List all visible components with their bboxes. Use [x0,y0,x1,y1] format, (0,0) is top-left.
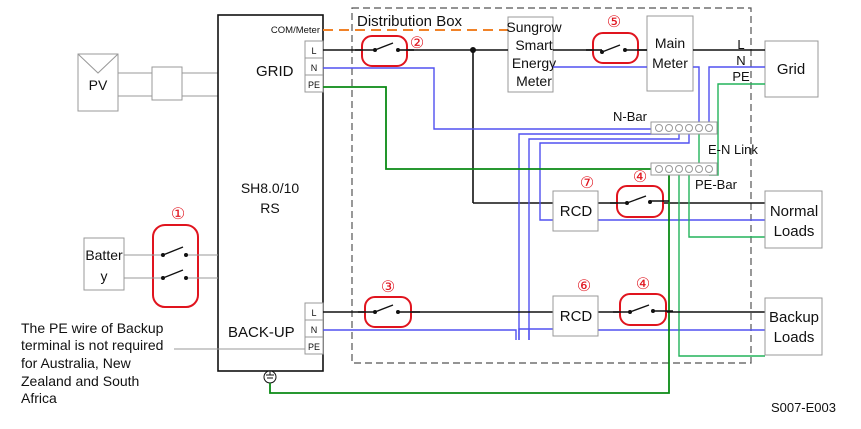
ground-icon [263,370,277,384]
marker-1: ① [171,206,185,223]
svg-text:Smart: Smart [515,37,552,53]
grid-port-label: GRID [256,63,294,80]
distribution-box-outline [351,7,752,364]
n-bar [650,121,718,135]
svg-text:terminal is not required: terminal is not required [21,337,163,353]
main-meter-line2: Meter [652,55,688,71]
grid-phase-pe: PE [732,69,750,84]
rcd-normal [552,190,599,232]
marker-7: ⑦ [580,175,594,192]
grid-terminal-n: N [311,63,318,73]
marker-4-normal: ④ [633,169,647,186]
marker-6: ⑥ [577,278,591,295]
normal-load-switch [610,185,669,218]
n-bar-label: N-Bar [613,109,648,124]
normal-loads-line1: Normal [770,203,818,220]
main-switch [586,32,647,64]
rcd-backup [552,295,599,337]
pe-note: The PE wire of Backup terminal is not re… [21,320,164,406]
pe-bar-label: PE-Bar [695,177,738,192]
pv-label: PV [89,77,108,93]
smart-meter-label: Sungrow Smart Energy Meter [506,19,562,89]
grid-phase-l: L [737,37,744,52]
battery-label-line2: y [101,268,108,284]
com-meter-port-label: COM/Meter [271,25,320,36]
backup-loads-line1: Backup [769,309,819,326]
main-meter-line1: Main [655,35,685,51]
backup-load-switch [613,293,673,326]
pv-panel: PV [77,53,119,112]
distribution-box-title: Distribution Box [357,13,463,30]
grid-phase-n: N [736,53,745,68]
backup-terminal-n: N [311,325,318,335]
smart-energy-meter [507,16,554,93]
battery-box [83,237,125,291]
battery-label-line1: Batter [85,247,123,263]
normal-loads-line2: Loads [774,223,815,240]
pe-bar [650,162,718,176]
svg-text:Zealand and South: Zealand and South [21,373,139,389]
backup-switch [358,296,420,328]
backup-terminals [304,302,324,355]
pe-wires-dark [269,86,670,394]
svg-text:Meter: Meter [516,73,552,89]
svg-text:Sungrow: Sungrow [506,19,562,35]
normal-loads-box [764,190,823,249]
marker-5: ⑤ [607,14,621,31]
svg-text:Energy: Energy [512,55,556,71]
backup-terminal-l: L [311,308,316,318]
grid-label: Grid [777,61,805,78]
backup-port-label: BACK-UP [228,324,295,341]
grid-switch [355,35,414,67]
backup-loads-box [764,297,823,356]
rcd-backup-label: RCD [560,308,593,325]
svg-text:for Australia, New: for Australia, New [21,355,132,371]
backup-loads-line2: Loads [774,329,815,346]
marker-3: ③ [381,279,395,296]
en-link-label: E-N Link [708,142,758,157]
backup-terminal-pe: PE [308,342,320,352]
junction-dot [470,47,476,53]
marker-2: ② [410,35,424,52]
svg-text:The PE wire of Backup: The PE wire of Backup [21,320,164,336]
grid-box [764,40,819,98]
dc-isolator-box [151,66,183,101]
rcd-normal-label: RCD [560,203,593,220]
main-meter [646,15,694,92]
grid-terminal-l: L [311,46,316,56]
inverter-model-line1: SH8.0/10 [241,180,300,196]
marker-4-backup: ④ [636,276,650,293]
figure-code: S007-E003 [771,400,836,415]
inverter-model-line2: RS [260,200,279,216]
svg-text:Africa: Africa [21,390,57,406]
battery-switch [124,224,218,308]
grid-terminal-pe: PE [308,80,320,90]
